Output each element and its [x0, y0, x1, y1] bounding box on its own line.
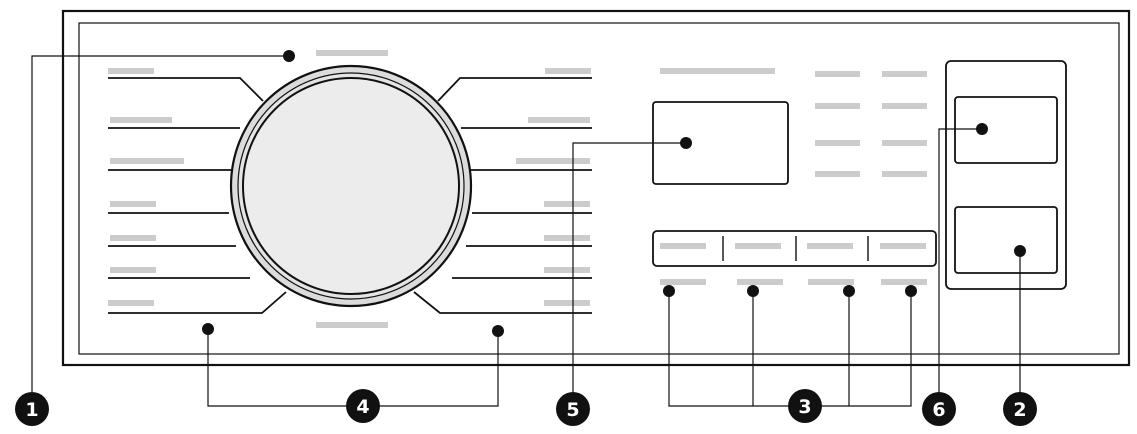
- panel-inner-frame: [78, 22, 1120, 355]
- left-leader-7: [108, 291, 287, 314]
- pointer-dot-4-right: [492, 325, 504, 337]
- leader-6: [938, 128, 982, 393]
- callout-number-4: 4: [356, 396, 369, 418]
- upper-button[interactable]: [954, 96, 1058, 164]
- left-program-labels: [108, 68, 287, 314]
- option-button-3[interactable]: [807, 243, 853, 249]
- dial-face: [242, 77, 460, 295]
- callout-badge-3: 3: [788, 389, 822, 423]
- option-strip-frame: [652, 230, 937, 267]
- pointer-dots: [202, 50, 1026, 337]
- callout-badge-4: 4: [346, 389, 380, 423]
- program-dial: [229, 64, 473, 308]
- right-label-7: [544, 300, 590, 306]
- pointer-dot-3-a: [663, 285, 675, 297]
- option-under-label-2: [737, 279, 783, 285]
- pointer-dot-6: [976, 123, 988, 135]
- left-label-3: [110, 158, 184, 164]
- indicator-label: [815, 171, 860, 177]
- pointer-dot-5: [680, 137, 692, 149]
- leader-1: [31, 55, 289, 393]
- pointer-dot-3-d: [905, 285, 917, 297]
- right-label-6: [544, 267, 590, 273]
- pointer-dot-2: [1014, 245, 1026, 257]
- option-under-label-3: [808, 279, 854, 285]
- pointer-dot-1: [283, 50, 295, 62]
- indicator-label: [815, 71, 860, 77]
- leader-5: [572, 142, 686, 393]
- left-label-7: [108, 300, 154, 306]
- indicator-label: [882, 140, 927, 146]
- option-under-label-1: [660, 279, 706, 285]
- dial-bottom-label-bar: [316, 322, 388, 328]
- dial-top-label-bar: [316, 50, 388, 56]
- indicator-label: [882, 71, 927, 77]
- callout-badge-1: 1: [15, 392, 49, 426]
- callout-circle: [556, 392, 590, 426]
- right-label-3: [516, 158, 590, 164]
- option-button-1[interactable]: [660, 243, 706, 249]
- leader-3: [668, 291, 912, 407]
- left-leader-1: [108, 77, 264, 102]
- callout-circle: [346, 389, 380, 423]
- indicator-label-grid: [815, 71, 927, 177]
- left-label-2: [110, 117, 172, 123]
- right-leader-7: [413, 291, 592, 314]
- indicator-label: [815, 103, 860, 109]
- callout-circle: [922, 392, 956, 426]
- right-button-module: [945, 60, 1067, 290]
- left-label-6: [110, 267, 156, 273]
- right-label-4: [544, 201, 590, 207]
- callout-circle: [15, 392, 49, 426]
- right-leader-1: [437, 77, 592, 102]
- callout-number-6: 6: [932, 399, 945, 421]
- lower-button[interactable]: [954, 206, 1058, 274]
- callout-circle: [1003, 392, 1037, 426]
- callout-badge-2: 2: [1003, 392, 1037, 426]
- indicator-label: [882, 171, 927, 177]
- left-label-1: [108, 68, 154, 74]
- callout-number-3: 3: [798, 396, 811, 418]
- pointer-dot-3-b: [747, 285, 759, 297]
- option-under-label-4: [881, 279, 927, 285]
- pointer-dot-4-left: [202, 323, 214, 335]
- option-button-2[interactable]: [735, 243, 781, 249]
- right-program-labels: [413, 68, 592, 314]
- indicator-label: [882, 103, 927, 109]
- callout-badge-6: 6: [922, 392, 956, 426]
- right-label-2: [528, 117, 590, 123]
- option-button-4[interactable]: [880, 243, 926, 249]
- left-label-5: [110, 235, 156, 241]
- pointer-dot-3-c: [843, 285, 855, 297]
- panel-outer-frame: [61, 9, 1131, 367]
- callout-circle: [788, 389, 822, 423]
- callout-number-1: 1: [25, 399, 38, 421]
- left-label-4: [110, 201, 156, 207]
- right-label-5: [544, 235, 590, 241]
- callout-number-2: 2: [1013, 399, 1026, 421]
- display-label-bar: [660, 68, 775, 74]
- callout-badge-5: 5: [556, 392, 590, 426]
- right-label-1: [545, 68, 591, 74]
- option-button-strip: [652, 230, 937, 285]
- callout-number-5: 5: [566, 399, 579, 421]
- indicator-label: [815, 140, 860, 146]
